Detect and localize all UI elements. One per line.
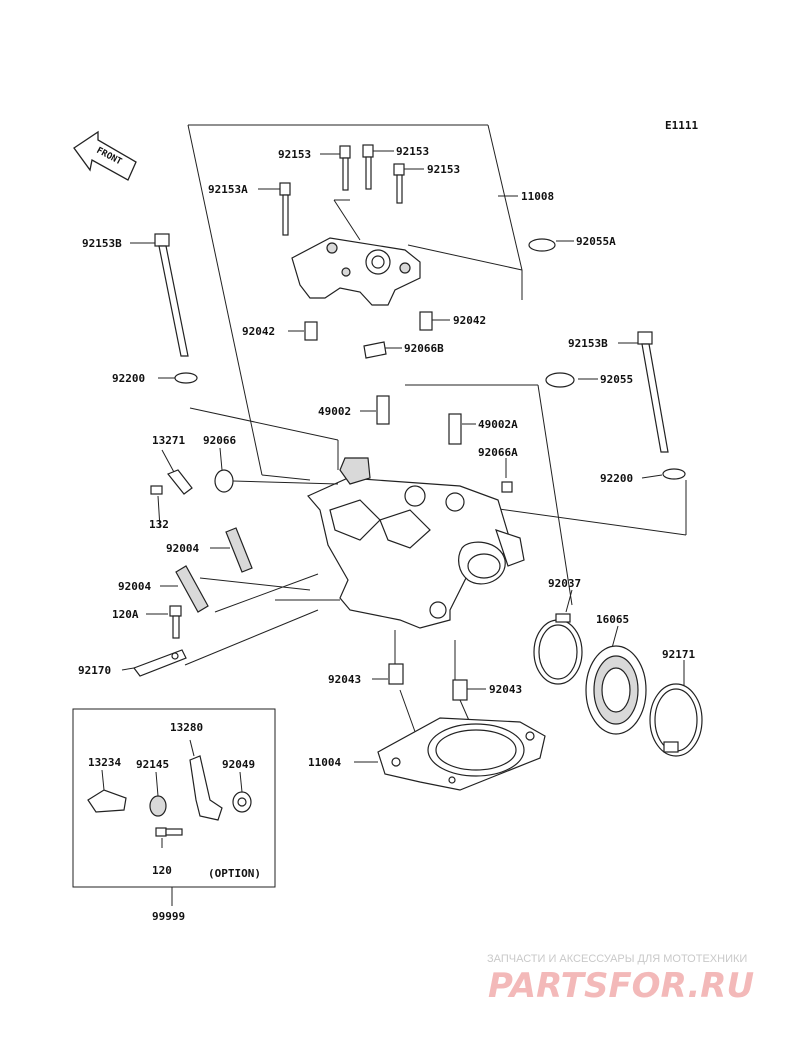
label-92037: 92037 (548, 577, 581, 590)
label-92042-left: 92042 (242, 325, 275, 338)
watermark-tagline: ЗАПЧАСТИ И АКСЕССУАРЫ ДЛЯ МОТОТЕХНИКИ (487, 953, 747, 965)
label-13280: 13280 (170, 721, 203, 734)
label-120: 120 (152, 864, 172, 877)
clamp-92171 (649, 683, 703, 757)
label-92153A: 92153A (208, 183, 248, 196)
label-92043-left: 92043 (328, 673, 361, 686)
label-11004: 11004 (308, 756, 341, 769)
clamp-92037 (533, 613, 583, 685)
label-49002: 49002 (318, 405, 351, 418)
o-ring-92055 (545, 372, 575, 388)
plate-hole (171, 652, 179, 660)
carb-holder-16065 (585, 645, 647, 735)
label-92004-b: 92004 (118, 580, 151, 593)
label-92170: 92170 (78, 664, 111, 677)
washer-left (174, 372, 198, 384)
camshaft-cap (291, 237, 421, 306)
cap-bolts (279, 144, 405, 236)
label-92153B-left: 92153B (82, 237, 122, 250)
label-92055: 92055 (600, 373, 633, 386)
guide-49002 (376, 395, 390, 425)
option-label: (OPTION) (208, 867, 261, 880)
label-13234: 13234 (88, 756, 121, 769)
label-92153-c: 92153 (427, 163, 460, 176)
seal-92066 (214, 469, 234, 493)
label-92066: 92066 (203, 434, 236, 447)
plate-92170 (133, 649, 187, 677)
seal-92066B (363, 341, 387, 359)
bolt-120A-shank (172, 615, 180, 639)
o-ring-92055A (528, 238, 556, 252)
watermark-brand: PARTSFOR.RU (488, 966, 754, 1006)
bolt-120A-head (169, 605, 182, 617)
diagram-code: E1111 (665, 119, 698, 132)
label-11008: 11008 (521, 190, 554, 203)
option-box (72, 708, 276, 888)
label-92153-a: 92153 (278, 148, 311, 161)
label-120A: 120A (112, 608, 139, 621)
label-49002A: 49002A (478, 418, 518, 431)
seal-92066A (501, 481, 513, 493)
label-92049: 92049 (222, 758, 255, 771)
part-labels: 92153 92153 92153 92153A 11008 92153B 92… (78, 145, 695, 923)
label-99999: 99999 (152, 910, 185, 923)
label-92145: 92145 (136, 758, 169, 771)
long-studs (154, 233, 669, 453)
seal-line (232, 480, 339, 485)
plate-13271 (167, 469, 193, 495)
dowel-right (419, 311, 433, 331)
front-arrow-icon: FRONT (73, 130, 137, 181)
washer-right (662, 468, 686, 480)
dowel-92043-right (452, 679, 468, 701)
dowel-92043-left (388, 663, 404, 685)
bolt-132 (150, 485, 163, 495)
label-92004-a: 92004 (166, 542, 199, 555)
label-16065: 16065 (596, 613, 629, 626)
dowel-left (304, 321, 318, 341)
stud-92004-b (175, 565, 209, 613)
head-gasket (377, 717, 546, 791)
label-92200-left: 92200 (112, 372, 145, 385)
stud-92004-a (225, 527, 253, 573)
label-92153-b: 92153 (396, 145, 429, 158)
label-92042-right: 92042 (453, 314, 486, 327)
guide-49002A (448, 413, 462, 445)
label-92153B-right: 92153B (568, 337, 608, 350)
label-92055A: 92055A (576, 235, 616, 248)
label-132: 132 (149, 518, 169, 531)
label-92066B: 92066B (404, 342, 444, 355)
label-92200-right: 92200 (600, 472, 633, 485)
label-13271: 13271 (152, 434, 185, 447)
label-92066A: 92066A (478, 446, 518, 459)
option-parts (87, 739, 252, 848)
label-92171: 92171 (662, 648, 695, 661)
label-92043-right: 92043 (489, 683, 522, 696)
cylinder-head (307, 457, 525, 629)
